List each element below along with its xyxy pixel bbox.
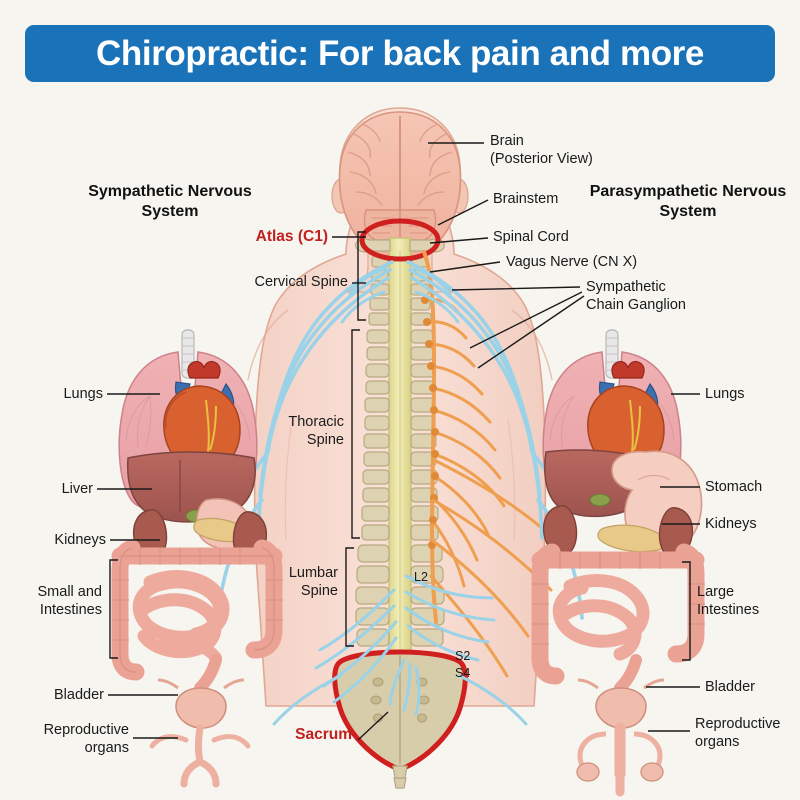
label-large-intestines: Large Intestines [697, 584, 760, 618]
vertebral-column [355, 238, 445, 647]
lung-left [118, 351, 185, 509]
label-brain: Brain (Posterior View) [490, 133, 593, 167]
lumbar-vertebrae [355, 544, 445, 647]
brain-posterior [338, 111, 462, 265]
cervical-vertebrae [355, 238, 445, 326]
heart [163, 385, 241, 473]
label-sympathetic-chain-ganglion: Sympathetic Chain Ganglion [586, 279, 686, 313]
label-left-lungs: Lungs [63, 386, 103, 402]
atlas-highlight-ellipse [359, 218, 441, 262]
liver [126, 451, 256, 523]
label-lumbar-spine: Lumbar Spine [288, 565, 338, 599]
label-left-reproductive-organs: Reproductive organs [43, 722, 129, 756]
label-brainstem: Brainstem [493, 191, 559, 207]
title-banner: Chiropractic: For back pain and more [25, 25, 775, 82]
sacrum [332, 649, 468, 789]
marker-s4: S4 [455, 666, 471, 680]
heading-parasympathetic-nervous-system: Parasympathetic Nervous System [589, 183, 787, 221]
kidney-left [132, 509, 168, 559]
label-right-lungs: Lungs [705, 386, 745, 402]
marker-s2: S2 [455, 649, 471, 663]
parasympathetic-nerves [216, 260, 584, 726]
spinal-cord [388, 237, 412, 699]
label-cervical-spine: Cervical Spine [254, 274, 349, 290]
page-title: Chiropractic: For back pain and more [96, 33, 704, 73]
marker-l2: L2 [414, 570, 428, 584]
label-right-kidneys: Kidneys [705, 516, 757, 532]
reproductive-organs [180, 724, 220, 788]
label-left-bladder: Bladder [54, 687, 104, 703]
label-vagus-nerve: Vagus Nerve (CN X) [506, 254, 638, 270]
label-right-stomach: Stomach [705, 479, 763, 495]
kidney-right [232, 511, 268, 561]
label-small-intestines: Small and Intestines [37, 584, 102, 618]
organs-right-cluster [531, 329, 705, 797]
label-sacrum: Sacrum [295, 726, 352, 743]
bladder [175, 687, 227, 729]
label-thoracic-spine: Thoracic Spine [288, 414, 344, 448]
label-left-liver: Liver [61, 481, 93, 497]
thoracic-vertebrae [361, 329, 439, 541]
organs-left-cluster [111, 329, 283, 788]
heading-sympathetic-nervous-system: Sympathetic Nervous System [88, 183, 252, 221]
label-left-kidneys: Kidneys [54, 532, 106, 548]
label-atlas-c1: Atlas (C1) [255, 228, 328, 245]
sympathetic-chain [421, 250, 553, 678]
label-spinal-cord: Spinal Cord [493, 229, 569, 245]
label-right-bladder: Bladder [705, 679, 755, 695]
stomach [611, 450, 703, 554]
label-right-reproductive-organs: Reproductive organs [695, 716, 781, 750]
small-intestine [132, 570, 230, 644]
